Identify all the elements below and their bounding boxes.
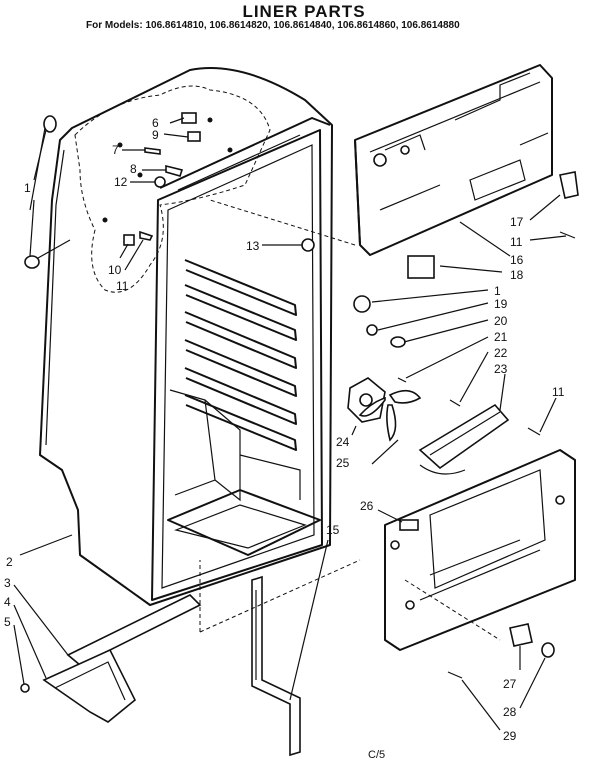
page-title: LINER PARTS bbox=[242, 2, 366, 21]
detail-inset bbox=[74, 85, 271, 293]
part-20 bbox=[390, 336, 406, 348]
callout-25: 25 bbox=[336, 456, 350, 470]
screw-11-upper bbox=[559, 231, 576, 239]
callout-12: 12 bbox=[114, 175, 128, 189]
part-13 bbox=[301, 238, 315, 252]
model-list: For Models: 106.8614810, 106.8614820, 10… bbox=[86, 20, 460, 31]
callout-9: 9 bbox=[152, 128, 159, 142]
callout-11-left: 11 bbox=[116, 279, 129, 293]
shelf-ledges bbox=[184, 259, 297, 451]
callout-19: 19 bbox=[494, 297, 508, 311]
callout-1-left: 1 bbox=[24, 181, 31, 195]
callout-17: 17 bbox=[510, 215, 524, 229]
callout-1-right: 1 bbox=[494, 284, 501, 298]
callout-18: 18 bbox=[510, 268, 524, 282]
fan-shroud-23 bbox=[418, 403, 510, 475]
part-15-strip bbox=[251, 575, 301, 757]
callout-4: 4 bbox=[4, 595, 11, 609]
light-socket-left bbox=[24, 115, 71, 269]
rear-panel-26 bbox=[384, 449, 576, 651]
callout-8: 8 bbox=[130, 162, 137, 176]
callout-13: 13 bbox=[246, 239, 260, 253]
control-housing bbox=[354, 64, 553, 256]
part-22 bbox=[449, 399, 461, 407]
callout-10: 10 bbox=[108, 263, 122, 277]
inset-parts bbox=[123, 112, 201, 246]
leader-lines bbox=[13, 117, 567, 731]
callout-28: 28 bbox=[503, 705, 517, 719]
callout-numbers: 6 9 7 8 12 10 11 1 13 17 11 16 18 1 19 2… bbox=[4, 116, 565, 743]
liner-body bbox=[39, 67, 333, 606]
part-17 bbox=[559, 171, 579, 199]
part-19 bbox=[366, 324, 378, 336]
part-27 bbox=[509, 623, 533, 647]
screw-11-right bbox=[527, 427, 541, 436]
callout-5: 5 bbox=[4, 615, 11, 629]
bottom-trim-parts bbox=[20, 594, 202, 723]
callout-16: 16 bbox=[510, 253, 524, 267]
callout-11-right: 11 bbox=[552, 385, 565, 399]
page-code: C/5 bbox=[368, 749, 386, 761]
fan-motor-assembly bbox=[347, 377, 422, 442]
light-socket-right bbox=[353, 295, 371, 313]
callout-21: 21 bbox=[494, 330, 508, 344]
callout-27: 27 bbox=[503, 677, 517, 691]
screw-29 bbox=[447, 671, 463, 679]
part-18 bbox=[407, 255, 435, 279]
callout-23: 23 bbox=[494, 362, 508, 376]
callout-29: 29 bbox=[503, 729, 517, 743]
callout-20: 20 bbox=[494, 314, 508, 328]
callout-26: 26 bbox=[360, 499, 374, 513]
callout-7: 7 bbox=[112, 143, 119, 157]
callout-22: 22 bbox=[494, 346, 508, 360]
callout-6: 6 bbox=[152, 116, 159, 130]
part-21 bbox=[397, 377, 407, 383]
callout-15: 15 bbox=[326, 523, 340, 537]
callout-11-upper: 11 bbox=[510, 235, 523, 249]
alignment-lines bbox=[199, 199, 501, 641]
callout-24: 24 bbox=[336, 435, 350, 449]
callout-3: 3 bbox=[4, 576, 11, 590]
part-28 bbox=[541, 642, 555, 658]
callout-2: 2 bbox=[6, 555, 13, 569]
